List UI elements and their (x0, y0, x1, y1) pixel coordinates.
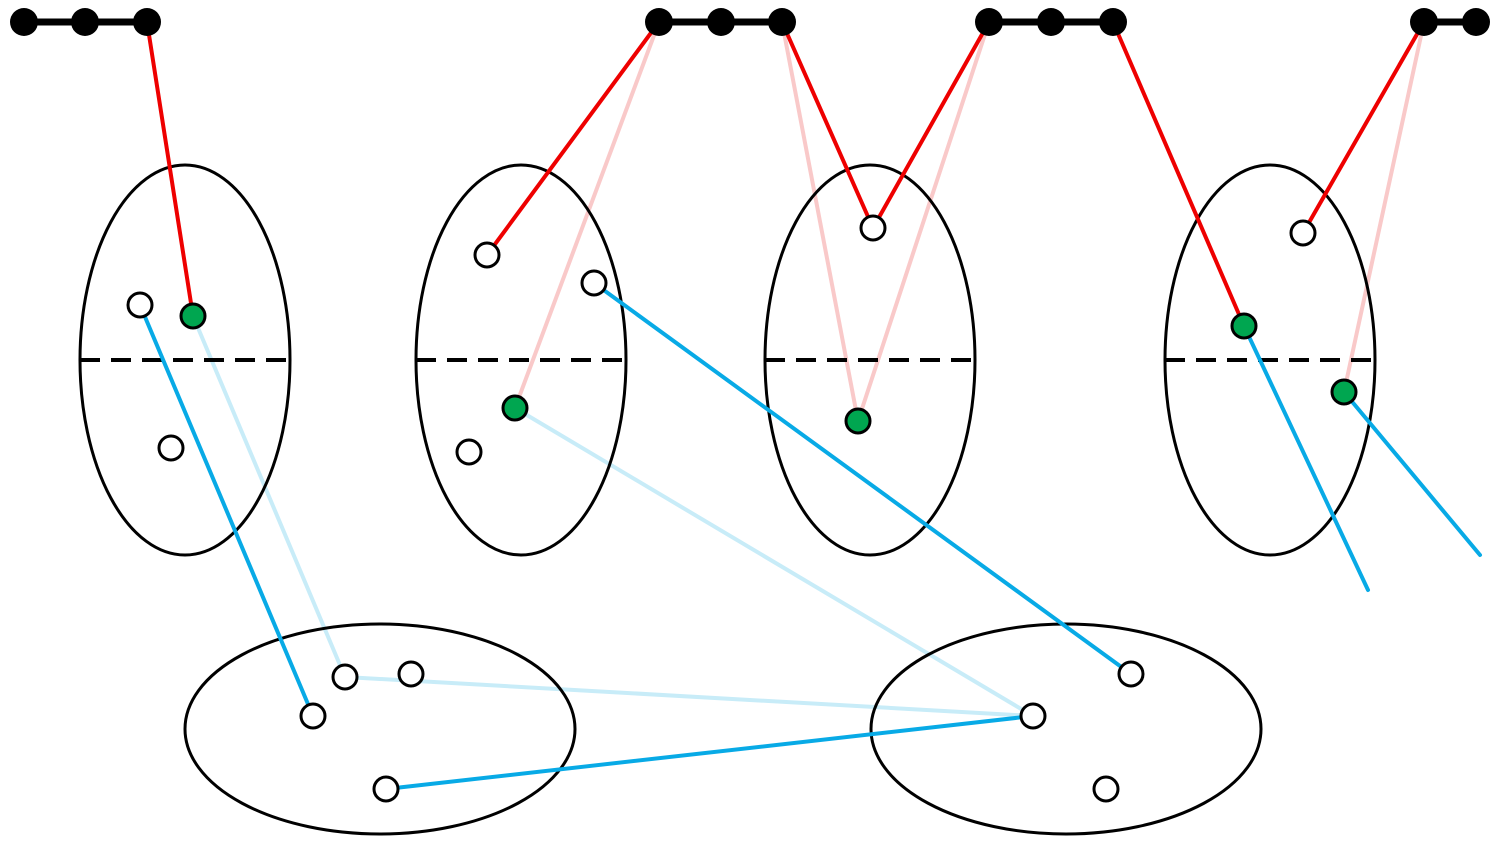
blue-edge-faded (343, 675, 1035, 718)
red-edge-faded (780, 20, 860, 423)
vertex (473, 241, 501, 269)
vertex (1117, 660, 1145, 688)
vertex (126, 291, 154, 319)
vertex (397, 660, 425, 688)
cluster-6-ellipse (869, 622, 1263, 836)
selected-vertex (501, 394, 529, 422)
path-2-node (645, 8, 673, 36)
path-4-node (1410, 8, 1438, 36)
blue-edge (138, 303, 315, 718)
blue-edge (1242, 324, 1370, 592)
path-1-node (133, 8, 161, 36)
faded-edges-layer (191, 20, 1426, 718)
red-edge-faded (856, 20, 991, 423)
vertex (331, 663, 359, 691)
vertex (580, 269, 608, 297)
blue-edge-faded (191, 314, 347, 679)
red-edge (780, 20, 875, 230)
vertex (859, 214, 887, 242)
top-paths-layer (10, 8, 1490, 36)
selected-vertex (179, 302, 207, 330)
path-1-node (10, 8, 38, 36)
vertex (372, 775, 400, 803)
cluster-5-ellipse (183, 622, 577, 836)
path-3-node (1037, 8, 1065, 36)
red-edge-faded (1342, 20, 1426, 394)
strong-edges-layer (138, 20, 1482, 791)
vertex (299, 702, 327, 730)
selected-vertex (1330, 378, 1358, 406)
path-2-node (707, 8, 735, 36)
vertex (157, 434, 185, 462)
red-edge (1111, 20, 1246, 328)
red-edge-faded (513, 20, 661, 410)
vertex (1092, 775, 1120, 803)
blue-edge-faded (513, 406, 1035, 718)
vertex (1019, 702, 1047, 730)
path-3-node (1099, 8, 1127, 36)
vertices-layer (126, 214, 1358, 803)
red-edge (871, 20, 991, 230)
vertex (1289, 219, 1317, 247)
red-edge (1301, 20, 1426, 235)
red-edge (145, 20, 195, 318)
path-1-node (71, 8, 99, 36)
blue-edge (592, 281, 1133, 676)
red-edge (485, 20, 661, 257)
blue-edge (1342, 390, 1482, 557)
path-2-node (768, 8, 796, 36)
selected-vertex (1230, 312, 1258, 340)
clusters-layer (78, 163, 1377, 836)
selected-vertex (844, 407, 872, 435)
path-4-node (1462, 8, 1490, 36)
path-3-node (975, 8, 1003, 36)
blue-edge (384, 714, 1035, 791)
vertex (455, 438, 483, 466)
